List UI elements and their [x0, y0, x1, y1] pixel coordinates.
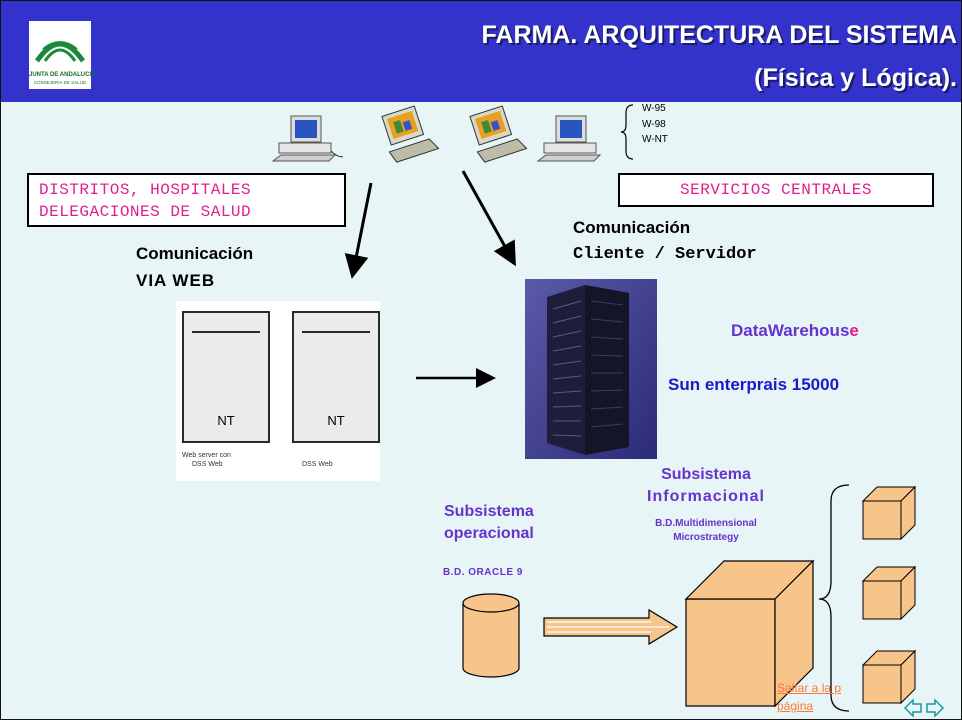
workstation-icon-3	[469, 105, 527, 163]
nt-server-1-caption: Web server con DSS Web	[182, 451, 231, 469]
oracle-database-cylinder-icon	[462, 593, 520, 678]
logo-arch-icon	[34, 41, 86, 63]
multidimensional-cube-icon	[684, 559, 815, 708]
datawarehouse-label-end: e	[849, 321, 859, 340]
page-title: FARMA. ARQUITECTURA DEL SISTEMA	[481, 21, 957, 49]
cube-brace-icon	[818, 484, 850, 712]
small-cube-icon-2	[861, 565, 917, 621]
os-item-wnt: W-NT	[642, 134, 668, 145]
next-arrow-icon[interactable]	[926, 698, 945, 718]
distritos-label-line1: DISTRITOS, HOSPITALES	[39, 181, 252, 199]
workstation-icon-1	[271, 115, 344, 162]
informacional-db-line1: B.D.Multidimensional	[655, 518, 757, 529]
small-cube-icon-1	[861, 485, 917, 541]
os-item-w98: W-98	[642, 119, 666, 130]
os-item-w95: W-95	[642, 103, 666, 114]
saltar-link-line1[interactable]: Saltar a la p	[777, 681, 842, 695]
nav-arrows	[903, 698, 945, 718]
nt-server-1: NT	[182, 311, 270, 443]
nt-server-2-caption: DSS Web	[302, 461, 333, 468]
logo-text-junta: JUNTA DE ANDALUCIA	[29, 72, 96, 78]
comm-cs-line2: Cliente / Servidor	[573, 245, 757, 264]
comm-cs-line1: Comunicación	[573, 218, 691, 237]
header-bar: JUNTA DE ANDALUCIA CONSEJERIA DE SALUD F…	[1, 1, 961, 102]
nt-server-2-label: NT	[327, 413, 345, 428]
transfer-arrow-stripes	[547, 621, 669, 633]
nt-server-2: NT	[292, 311, 380, 443]
nt-server-1-label: NT	[217, 413, 235, 428]
logo-text-consejeria: CONSEJERIA DE SALUD	[33, 80, 87, 85]
comm-web-line2: VIA WEB	[136, 271, 216, 290]
arrow-to-web-servers	[344, 182, 373, 279]
informacional-line2: Informacional	[647, 488, 765, 505]
distritos-label-line2: DELEGACIONES DE SALUD	[39, 203, 252, 221]
servicios-centrales-label: SERVICIOS CENTRALES	[618, 173, 934, 207]
small-cube-icon-3	[861, 649, 917, 705]
workstation-icon-4	[536, 115, 602, 162]
saltar-link-line2[interactable]: página	[777, 699, 814, 713]
nt-caption-line2: DSS Web	[192, 461, 223, 468]
sun-enterprise-label: Sun enterprais 15000	[668, 375, 840, 394]
arrow-to-datawarehouse	[461, 170, 516, 267]
page-subtitle: (Física y Lógica).	[754, 64, 957, 92]
multidimensional-db-label: B.D.Multidimensional Microstrategy	[636, 517, 776, 545]
distritos-label-box: DISTRITOS, HOSPITALES DELEGACIONES DE SA…	[27, 173, 346, 227]
subsistema-informacional-label: Subsistema Informacional	[641, 464, 771, 508]
datawarehouse-label: DataWarehouse	[731, 321, 859, 341]
oracle-db-label: B.D. ORACLE 9	[443, 567, 523, 578]
saltar-pagina-link[interactable]: Saltar a la p página	[777, 679, 841, 715]
web-servers-panel: NT NT Web server con DSS Web DSS Web	[176, 301, 380, 481]
informacional-db-line2: Microstrategy	[673, 532, 739, 543]
comm-web-line1: Comunicación	[136, 244, 254, 263]
informacional-line1: Subsistema	[661, 466, 751, 483]
operacional-line2: operacional	[444, 525, 534, 542]
sun-server-image	[525, 279, 657, 459]
operacional-line1: Subsistema	[444, 503, 534, 520]
datawarehouse-label-main: DataWarehous	[731, 321, 850, 340]
junta-andalucia-logo: JUNTA DE ANDALUCIA CONSEJERIA DE SALUD	[29, 21, 96, 89]
os-brace-icon	[620, 104, 634, 160]
subsistema-operacional-label: Subsistema operacional	[444, 501, 534, 545]
workstation-icon-2	[381, 105, 439, 163]
nt-caption-line1: Web server con	[182, 452, 231, 459]
previous-arrow-icon[interactable]	[903, 698, 922, 718]
